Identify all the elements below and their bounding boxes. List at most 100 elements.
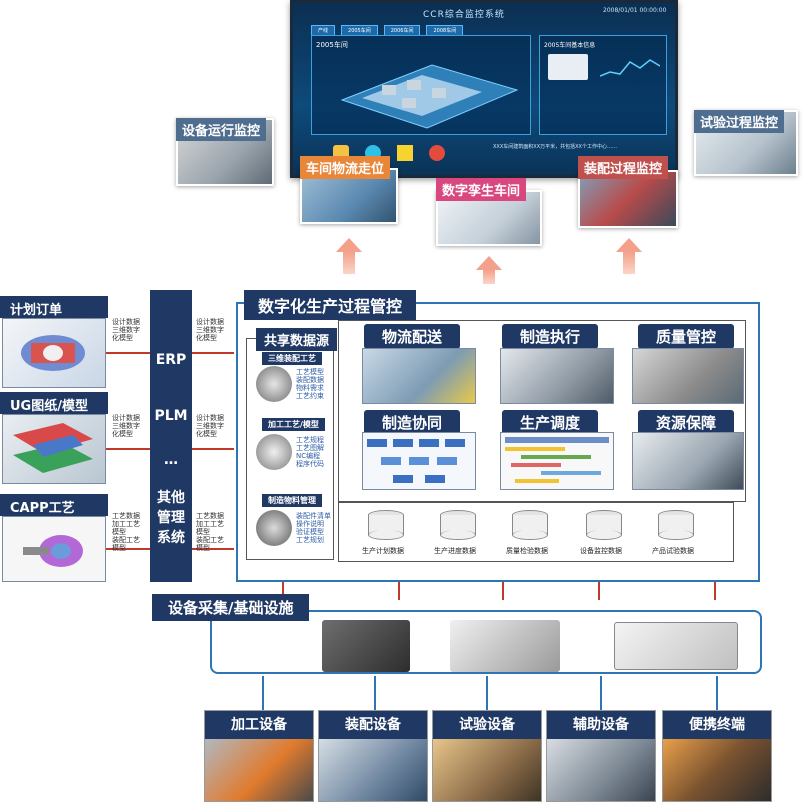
equipment-card: 辅助设备 <box>546 710 656 802</box>
equipment-card: 装配设备 <box>318 710 428 802</box>
flowchart-icon <box>367 439 465 483</box>
module-image-logistics <box>362 348 476 404</box>
factory-icon <box>548 54 588 80</box>
data-item-lines: 工艺模型 装配数据 物料需求 工艺约束 <box>296 368 324 400</box>
cad-model-icon <box>13 423 93 473</box>
equipment-connector-line <box>600 676 602 710</box>
data-connector-line <box>714 582 716 600</box>
flow-label: 工艺数据 加工工艺 模型 装配工艺 模型 <box>112 512 140 552</box>
database-icon <box>586 510 622 540</box>
module-image-mes <box>500 348 614 404</box>
system-connector-line <box>192 448 234 450</box>
schedule-table-icon <box>505 437 609 483</box>
equipment-title: 试验设备 <box>433 711 541 739</box>
input-connector-line <box>106 548 150 550</box>
monitor-datetime: 2008/01/01 00:00:00 <box>603 7 667 14</box>
shared-data-title: 共享数据源 <box>256 328 338 351</box>
measurement-instrument-image <box>614 622 738 670</box>
database-icon <box>368 510 404 540</box>
flow-label: 设计数据 三维数字 化模型 <box>112 414 140 438</box>
data-item-title: 三维装配工艺 <box>262 352 322 365</box>
ug-drawing-image <box>2 414 106 484</box>
equipment-title: 加工设备 <box>205 711 313 739</box>
output-flow-label: 设计数据 三维数字 化模型 <box>196 318 224 342</box>
module-title: 质量管控 <box>638 324 734 349</box>
up-arrow <box>616 238 642 274</box>
erp-label: ERP <box>155 352 187 368</box>
database-label: 质量检验数据 <box>506 547 548 555</box>
monitor-right-panel-title: 2005车间基本信息 <box>544 42 596 49</box>
data-item-lines: 装配件清单 操作说明 验证模型 工艺规划 <box>296 512 331 544</box>
flow-label: 设计数据 三维数字 化模型 <box>112 318 140 342</box>
output-flow-label: 设计数据 三维数字 化模型 <box>196 414 224 438</box>
module-title: 物流配送 <box>364 324 460 349</box>
module-title: 制造执行 <box>502 324 598 349</box>
input-connector-line <box>106 448 150 450</box>
module-title: 制造协同 <box>364 410 460 435</box>
module-title: 生产调度 <box>502 410 598 435</box>
data-item-image <box>256 510 292 546</box>
capp-title: CAPP工艺 <box>0 494 108 516</box>
database-label: 生产计划数据 <box>362 547 404 555</box>
database-label: 设备监控数据 <box>580 547 622 555</box>
equipment-monitor-label: 设备运行监控 <box>176 118 267 141</box>
equipment-connector-line <box>262 676 264 710</box>
database-icon <box>440 510 476 540</box>
output-flow-label: 工艺数据 加工工艺 模型 装配工艺 模型 <box>196 512 224 552</box>
equipment-connector-line <box>486 676 488 710</box>
data-acquisition-chassis-image <box>322 620 410 672</box>
monitor-title: CCR综合监控系统 <box>423 10 505 20</box>
capp-model-icon <box>23 535 83 567</box>
module-image-scheduling <box>500 432 614 490</box>
plant-3d-model <box>340 64 519 129</box>
database-label: 产品试验数据 <box>652 547 694 555</box>
cube-icon <box>397 145 413 161</box>
database-icon <box>512 510 548 540</box>
data-connector-line <box>502 582 504 600</box>
ellipsis-label: … <box>164 452 178 468</box>
data-item-title: 加工工艺/模型 <box>262 418 325 431</box>
machining-equipment-image <box>205 739 313 801</box>
database-icon <box>658 510 694 540</box>
monitor-left-panel: 2005车间 <box>311 35 531 135</box>
io-modules-image <box>450 620 560 672</box>
monitor-info-text: XXX车间建筑面积XX万平米，共包括XX个工作中心…… <box>493 144 617 150</box>
assembly-monitor-photo <box>578 170 678 228</box>
data-connector-line <box>282 582 284 600</box>
turbine-model-icon <box>21 335 85 371</box>
system-connector-line <box>192 352 234 354</box>
plan-order-image <box>2 318 106 388</box>
main-title: 数字化生产过程管控 <box>244 290 417 320</box>
equipment-card: 便携终端 <box>662 710 772 802</box>
systems-column: ERP PLM … 其他 管理 系统 <box>150 290 192 582</box>
module-image-resources <box>632 432 744 490</box>
databases-frame <box>338 502 734 562</box>
equipment-title: 便携终端 <box>663 711 771 739</box>
infrastructure-title: 设备采集/基础设施 <box>152 594 310 621</box>
capp-image <box>2 516 106 582</box>
data-item-image <box>256 366 292 402</box>
module-image-collaboration <box>362 432 476 490</box>
system-connector-line <box>192 548 234 550</box>
main-frame <box>236 302 760 582</box>
assembly-monitor-label: 装配过程监控 <box>578 156 669 179</box>
equipment-title: 装配设备 <box>319 711 427 739</box>
equipment-card: 加工设备 <box>204 710 314 802</box>
monitor-right-panel: 2005车间基本信息 <box>539 35 667 135</box>
equipment-connector-line <box>716 676 718 710</box>
modules-frame <box>338 320 746 502</box>
mini-chart <box>600 59 660 77</box>
equipment-title: 辅助设备 <box>547 711 655 739</box>
ug-drawing-title: UG图纸/模型 <box>0 392 108 414</box>
monitor-screen: CCR综合监控系统 2008/01/01 00:00:00 产线 2005车间 … <box>290 0 678 178</box>
module-title: 资源保障 <box>638 410 734 435</box>
module-image-quality <box>632 348 744 404</box>
data-connector-line <box>398 582 400 600</box>
other-systems-label: 其他 管理 系统 <box>157 490 185 546</box>
test-equipment-image <box>433 739 541 801</box>
up-arrow <box>336 238 362 274</box>
infrastructure-frame <box>210 610 762 674</box>
auxiliary-equipment-image <box>547 739 655 801</box>
assembly-equipment-image <box>319 739 427 801</box>
data-item-lines: 工艺规程 工艺图解 NC编程 程序代码 <box>296 436 324 468</box>
